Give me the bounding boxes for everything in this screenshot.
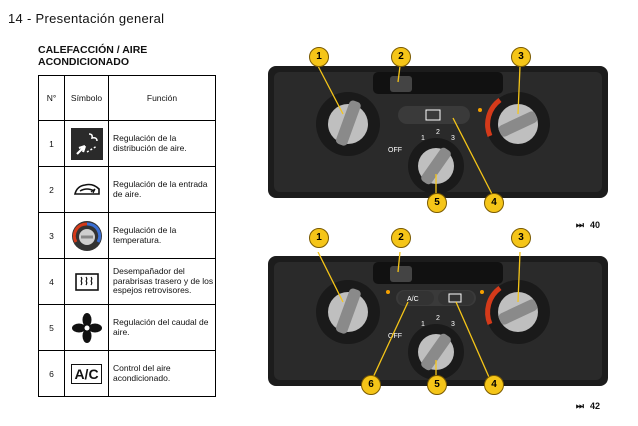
callout-3: 3 <box>511 47 531 67</box>
rear-defrost-button[interactable] <box>398 106 470 124</box>
callout-1: 1 <box>309 47 329 67</box>
callout-5: 5 <box>427 375 447 395</box>
row-function: Desempañador del parabrisas trasero y de… <box>108 258 216 305</box>
fan-1-label: 1 <box>421 135 425 142</box>
function-table: N° Símbolo Función 1 Regulación de la di… <box>38 75 216 397</box>
fan-icon <box>71 312 102 343</box>
ac-button[interactable] <box>398 291 434 305</box>
header-symbol: Símbolo <box>64 75 109 121</box>
row-num: 2 <box>38 166 65 213</box>
rear-defrost-button[interactable] <box>438 291 474 305</box>
row-num: 6 <box>38 350 65 397</box>
ac-button-label: A/C <box>407 296 419 303</box>
callout-2: 2 <box>391 47 411 67</box>
callout-1: 1 <box>309 228 329 248</box>
table-row: 2 Regulación de la entrada de aire. <box>38 166 216 213</box>
fan-3-label: 3 <box>451 321 455 328</box>
row-function: Regulación del caudal de aire. <box>108 304 216 351</box>
table-row: 5 Regulación del caudal de aire. <box>38 304 216 351</box>
fan-1-label: 1 <box>421 321 425 328</box>
fan-3-label: 3 <box>451 135 455 142</box>
page-title: 14 - Presentación general <box>8 11 165 26</box>
header-function: Función <box>108 75 216 121</box>
callout-3: 3 <box>511 228 531 248</box>
air-intake-icon <box>73 183 100 195</box>
callout-4: 4 <box>484 193 504 213</box>
fan-off-label: OFF <box>388 333 402 340</box>
fan-2-label: 2 <box>436 129 440 136</box>
fan-2-label: 2 <box>436 315 440 322</box>
temperature-dial-icon <box>71 220 102 251</box>
page-reference-top[interactable]: ⏭ 40 <box>576 220 600 231</box>
indicator-light <box>480 290 484 294</box>
row-num: 5 <box>38 304 65 351</box>
row-num: 1 <box>38 120 65 167</box>
row-function: Regulación de la entrada de aire. <box>108 166 216 213</box>
control-panel-bottom: A/C OFF 1 2 3 <box>268 252 608 386</box>
skip-forward-icon: ⏭ <box>575 220 584 230</box>
callout-6: 6 <box>361 375 381 395</box>
air-intake-knob[interactable] <box>390 266 412 282</box>
ac-icon: A/C <box>71 363 102 384</box>
callout-2: 2 <box>391 228 411 248</box>
skip-forward-icon: ⏭ <box>575 401 584 411</box>
reference-number: 42 <box>589 401 600 411</box>
callout-5: 5 <box>427 193 447 213</box>
row-function: Regulación de la distribución de aire. <box>108 120 216 167</box>
table-row: 4 Desempañador del parabrisas trasero y … <box>38 258 216 305</box>
row-num: 4 <box>38 258 65 305</box>
indicator-light <box>386 290 390 294</box>
row-function: Control del aire acondicionado. <box>108 350 216 397</box>
table-row: 1 Regulación de la distribución de aire. <box>38 120 216 167</box>
air-distribution-icon <box>70 127 103 160</box>
header-num: N° <box>38 75 65 121</box>
page-reference-bottom[interactable]: ⏭ 42 <box>576 401 600 412</box>
rear-defrost-icon <box>74 272 99 291</box>
control-panel-top: OFF 1 2 3 <box>268 65 608 198</box>
air-intake-knob[interactable] <box>390 76 412 92</box>
table-row: 3 Regulación de la temperatura. <box>38 212 216 259</box>
section-title: CALEFACCIÓN / AIRE ACONDICIONADO <box>38 44 148 68</box>
table-row: 6 A/C Control del aire acondicionado. <box>38 350 216 397</box>
table-header-row: N° Símbolo Función <box>38 75 216 121</box>
row-num: 3 <box>38 212 65 259</box>
indicator-light <box>478 108 482 112</box>
reference-number: 40 <box>589 220 600 230</box>
fan-off-label: OFF <box>388 147 402 154</box>
row-function: Regulación de la temperatura. <box>108 212 216 259</box>
callout-4: 4 <box>484 375 504 395</box>
